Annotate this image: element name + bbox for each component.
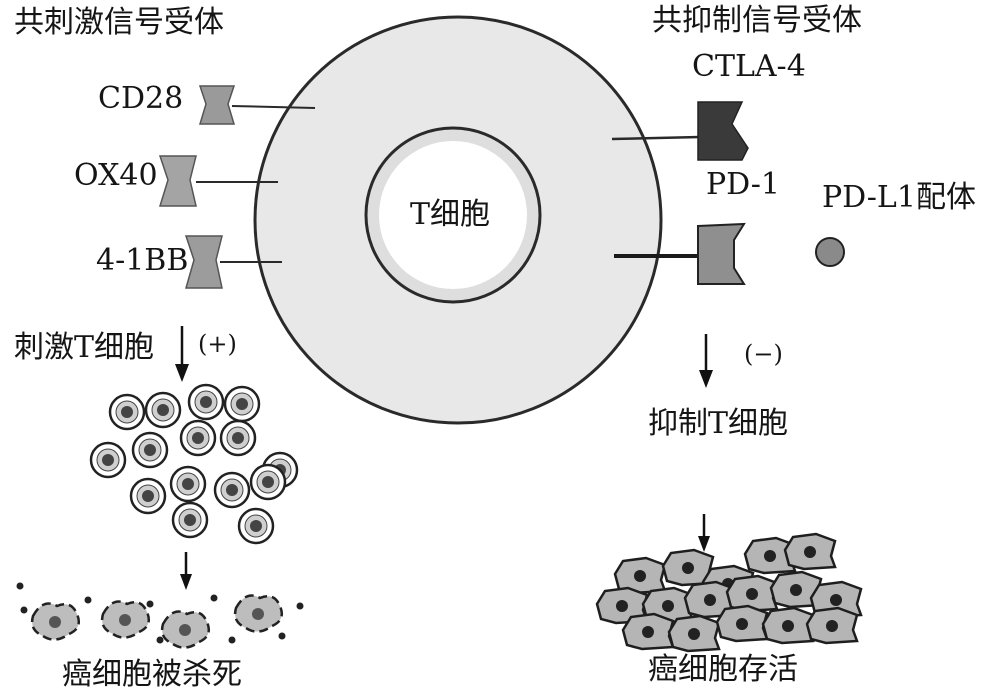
arrow-inhibit bbox=[699, 334, 713, 388]
4-1bb-label: 4-1BB bbox=[96, 243, 189, 278]
t-cell-small bbox=[237, 507, 275, 545]
pd-l1-label: PD-L1配体 bbox=[822, 180, 976, 215]
debris-dot bbox=[296, 602, 304, 610]
t-cell-small bbox=[129, 477, 167, 515]
surviving-cancer-cells bbox=[595, 532, 863, 653]
t-cell-small bbox=[171, 501, 209, 539]
t-cell-label: T细胞 bbox=[410, 197, 491, 232]
cancer-cell bbox=[761, 606, 815, 645]
dead-cell-fragment bbox=[30, 602, 80, 641]
dead-cell-fragment bbox=[233, 594, 283, 633]
t-cell-small bbox=[144, 391, 182, 429]
cancer-cell bbox=[715, 604, 769, 643]
costim-title: 共刺激信号受体 bbox=[14, 5, 224, 40]
t-cell-small bbox=[131, 431, 169, 469]
t-cell-nucleus-inner bbox=[379, 141, 527, 289]
arrow-stimulate bbox=[175, 326, 189, 382]
t-cell-small bbox=[249, 463, 287, 501]
cancer-cell bbox=[769, 570, 823, 609]
debris-dot bbox=[278, 632, 286, 640]
t-cell-small bbox=[213, 471, 251, 509]
debris-dot bbox=[16, 582, 24, 590]
arrow-survive bbox=[698, 514, 710, 552]
killed-cancer-cells bbox=[16, 582, 304, 649]
pd1-label: PD-1 bbox=[706, 167, 781, 202]
ox40-receptor bbox=[158, 155, 278, 207]
debris-dot bbox=[84, 596, 92, 604]
survive-label: 癌细胞存活 bbox=[648, 652, 798, 687]
killed-label: 癌细胞被杀死 bbox=[62, 657, 242, 692]
inhibit-label: 抑制T细胞 bbox=[648, 406, 789, 441]
cancer-cell bbox=[783, 532, 837, 571]
ox40-label: OX40 bbox=[74, 158, 158, 193]
ctla4-label: CTLA-4 bbox=[692, 49, 806, 84]
t-cell-small bbox=[89, 441, 127, 479]
cd28-receptor bbox=[198, 85, 316, 125]
cd28-label: CD28 bbox=[98, 81, 184, 116]
activated-t-cells bbox=[89, 383, 299, 545]
t-cell-small bbox=[179, 419, 217, 457]
coinhib-title: 共抑制信号受体 bbox=[652, 3, 862, 38]
dead-cell-fragment bbox=[100, 600, 150, 639]
t-cell-small bbox=[187, 383, 225, 421]
t-cell-small bbox=[219, 419, 257, 457]
t-cell-small bbox=[169, 465, 207, 503]
debris-dot bbox=[20, 606, 28, 614]
stimulate-label: 刺激T细胞 bbox=[14, 330, 155, 365]
t-cell-small bbox=[223, 385, 261, 423]
t-cell-small bbox=[108, 393, 146, 431]
debris-dot bbox=[228, 636, 236, 644]
4-1bb-receptor bbox=[184, 235, 282, 289]
pd1-receptor bbox=[614, 222, 746, 285]
dead-cell-fragment bbox=[160, 610, 210, 649]
cancer-cell bbox=[595, 586, 649, 625]
debris-dot bbox=[156, 636, 164, 644]
arrow-killed bbox=[180, 552, 192, 590]
plus-sign: (+) bbox=[198, 330, 237, 358]
minus-sign: (−) bbox=[744, 340, 783, 368]
cancer-cell bbox=[683, 580, 737, 619]
cancer-cell bbox=[621, 612, 675, 651]
cancer-cell bbox=[667, 614, 721, 653]
cancer-cell bbox=[725, 574, 779, 613]
pd-l1-ligand-dot bbox=[815, 237, 845, 267]
debris-dot bbox=[146, 600, 154, 608]
debris-dot bbox=[210, 594, 218, 602]
cancer-cell bbox=[805, 606, 859, 645]
ctla4-receptor bbox=[611, 101, 749, 161]
